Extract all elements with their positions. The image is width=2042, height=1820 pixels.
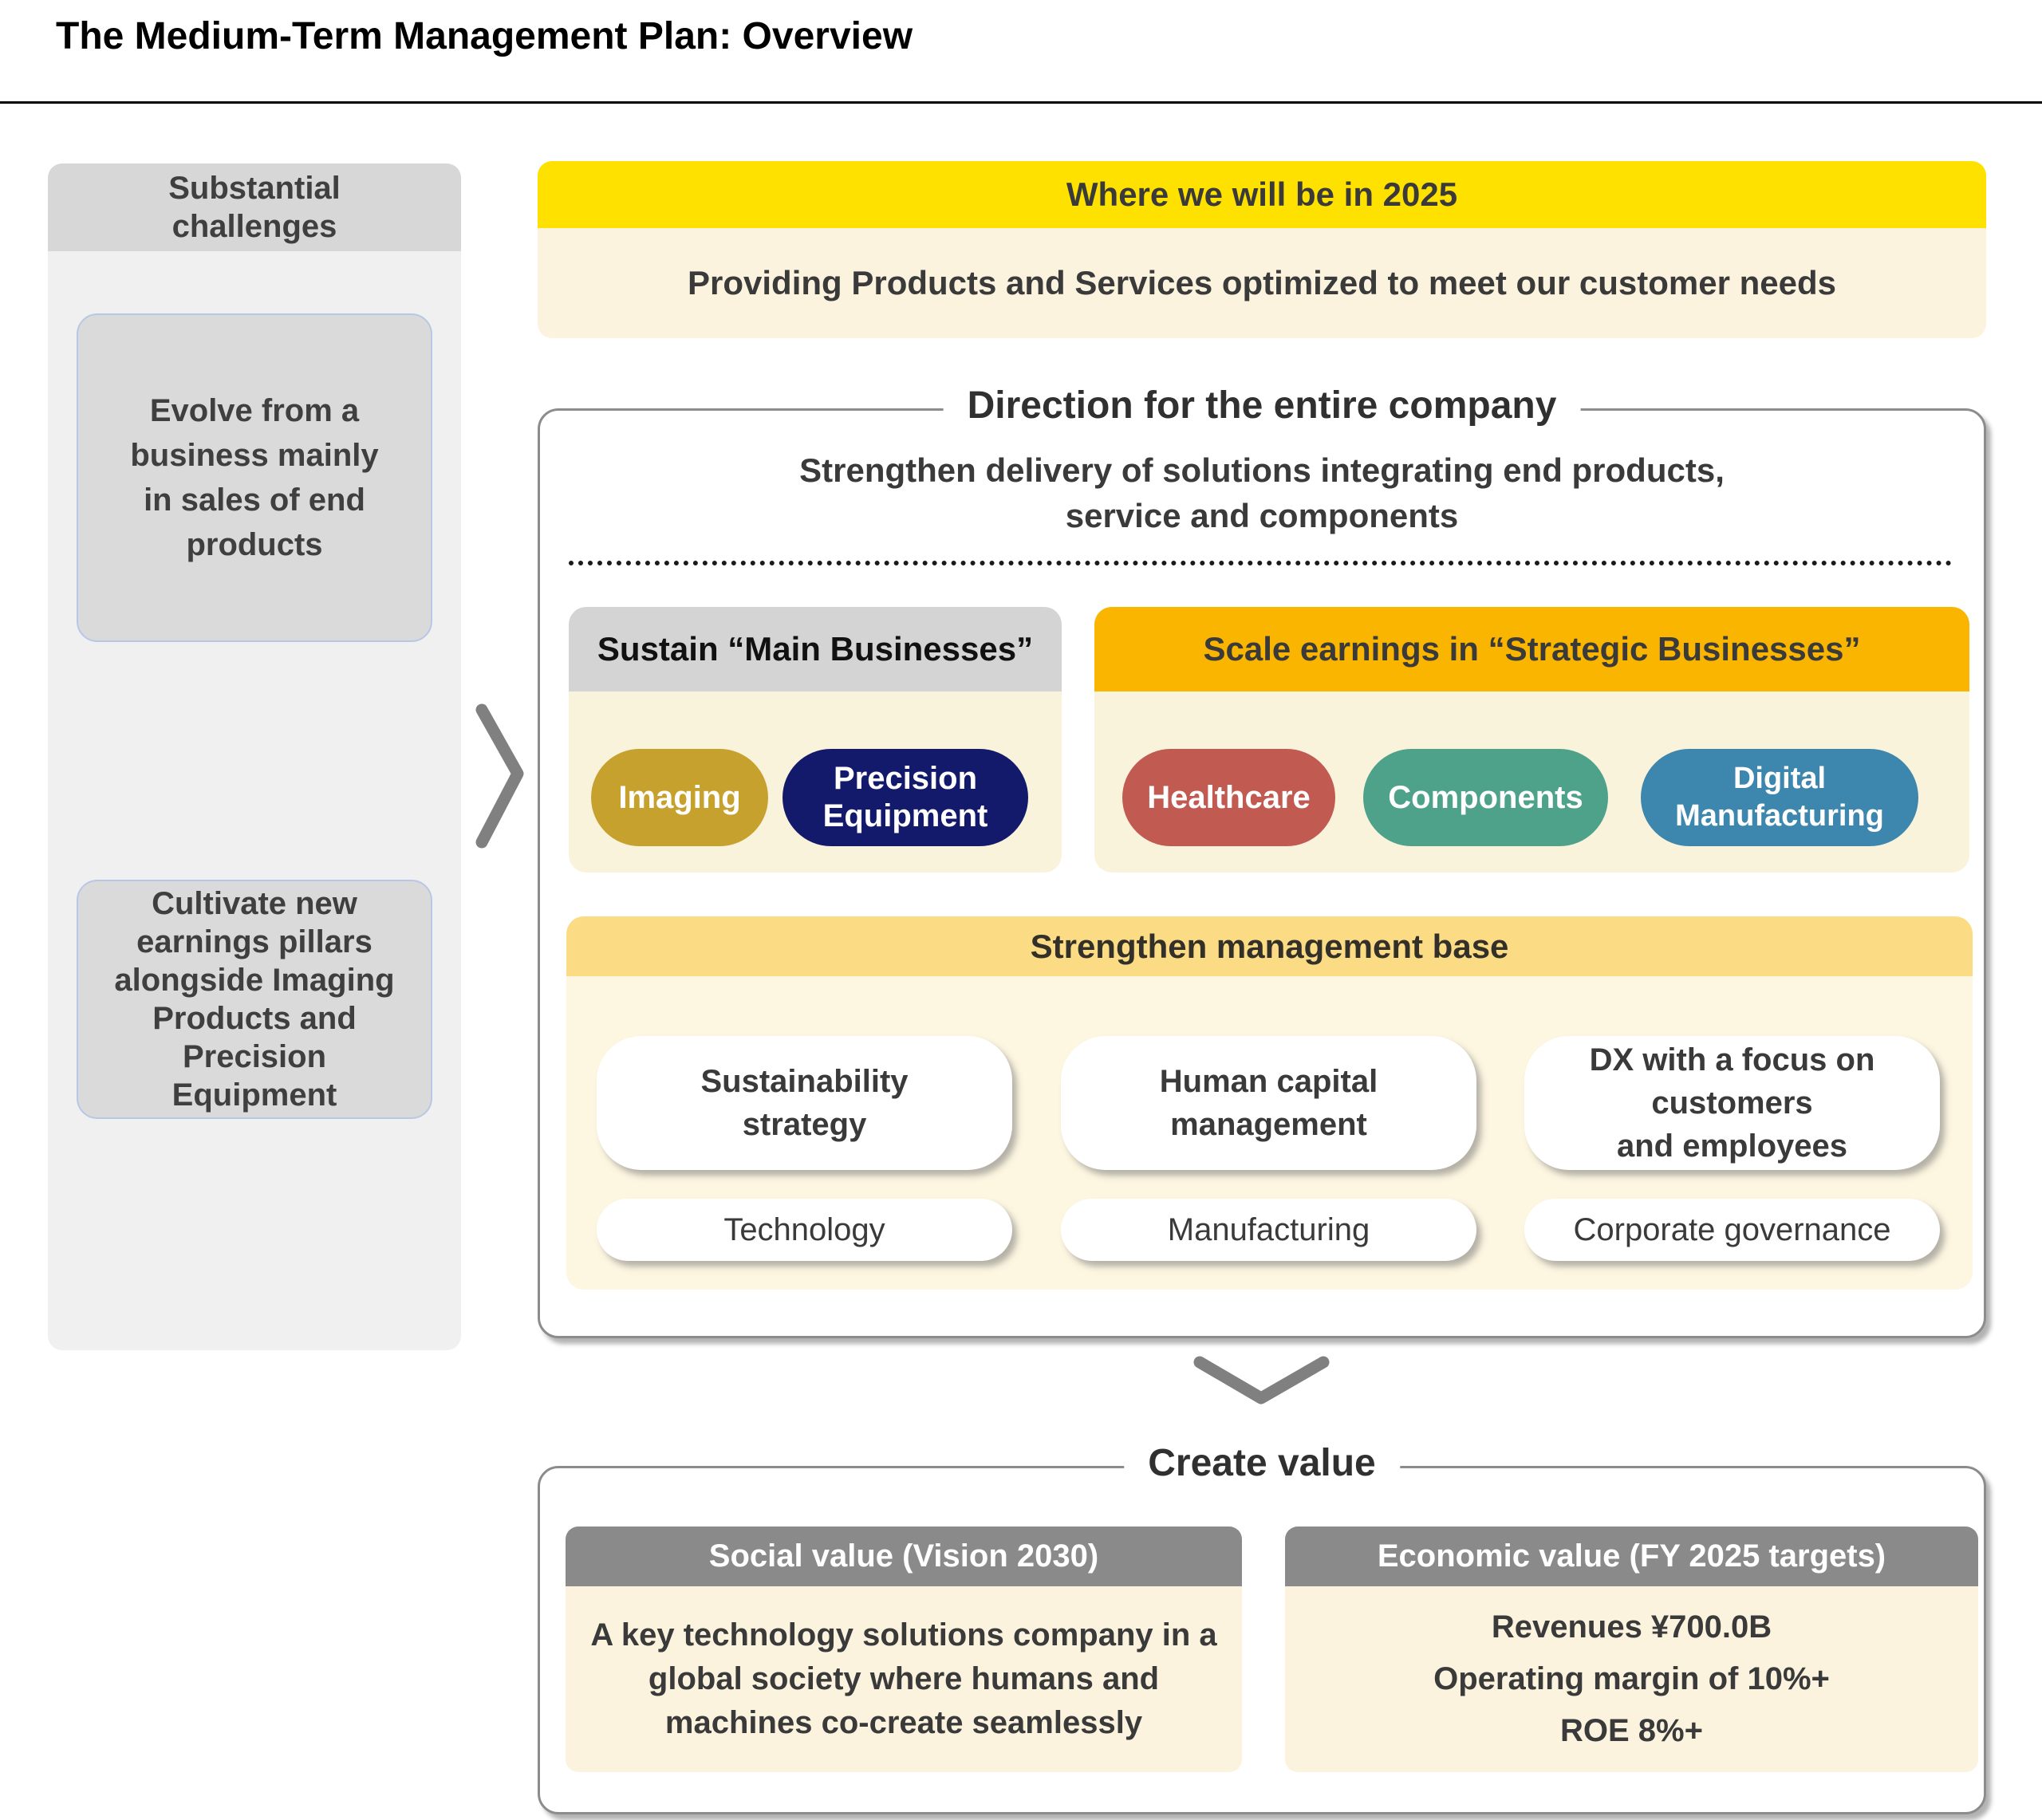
- vision-banner: Where we will be in 2025 Providing Produ…: [538, 161, 1986, 338]
- pill-label-line: DX with a focus on: [1589, 1042, 1875, 1077]
- pill-label: Imaging: [618, 779, 741, 815]
- pill-precision-equipment: Precision Equipment: [783, 749, 1028, 846]
- pill-label: Healthcare: [1147, 779, 1311, 815]
- challenge-card-line: Cultivate new: [152, 886, 357, 921]
- challenge-card-cultivate: Cultivate new earnings pillars alongside…: [77, 880, 432, 1119]
- economic-value-line: Revenues ¥700.0B: [1491, 1609, 1772, 1645]
- economic-value-header: Economic value (FY 2025 targets): [1285, 1527, 1978, 1586]
- pill-imaging: Imaging: [591, 749, 768, 846]
- create-value-box: Create value Social value (Vision 2030) …: [538, 1441, 1986, 1814]
- create-value-title: Create value: [1124, 1441, 1400, 1485]
- pill-label-line: and employees: [1616, 1129, 1847, 1164]
- challenges-panel: Substantial challenges Evolve from a bus…: [48, 163, 461, 1350]
- social-value-line: machines co-create seamlessly: [664, 1705, 1143, 1740]
- challenge-card-line: business mainly: [130, 438, 379, 473]
- management-base-header: Strengthen management base: [566, 916, 1973, 976]
- pill-label-line: Equipment: [822, 798, 988, 833]
- pill-label: Manufacturing: [1167, 1211, 1370, 1247]
- strategic-businesses-section: Scale earnings in “Strategic Businesses”…: [1094, 607, 1969, 873]
- social-value-card: Social value (Vision 2030) A key technol…: [566, 1527, 1242, 1772]
- direction-title: Direction for the entire company: [943, 384, 1581, 427]
- challenge-card-line: alongside Imaging: [114, 963, 395, 998]
- economic-value-line: Operating margin of 10%+: [1433, 1661, 1830, 1696]
- management-base-body: Sustainability strategy Human capital ma…: [566, 976, 1973, 1290]
- chevron-right-icon: [474, 700, 530, 856]
- main-businesses-section: Sustain “Main Businesses” Imaging Precis…: [569, 607, 1062, 873]
- strategic-businesses-header: Scale earnings in “Strategic Businesses”: [1094, 607, 1969, 691]
- pill-sustainability-strategy: Sustainability strategy: [597, 1036, 1012, 1170]
- challenge-card-line: Precision: [182, 1039, 327, 1074]
- pill-manufacturing: Manufacturing: [1061, 1199, 1476, 1261]
- pill-label-line: Sustainability: [700, 1064, 909, 1099]
- challenge-card-line: products: [186, 527, 323, 562]
- direction-box: Direction for the entire company Strengt…: [538, 384, 1986, 1338]
- pill-digital-manufacturing: Digital Manufacturing: [1641, 749, 1918, 846]
- dotted-divider: [569, 561, 1952, 565]
- economic-value-card: Economic value (FY 2025 targets) Revenue…: [1285, 1527, 1978, 1772]
- challenge-card-line: Equipment: [171, 1077, 337, 1113]
- challenges-header: Substantial challenges: [48, 163, 461, 251]
- pill-label-line: Human capital: [1159, 1064, 1378, 1099]
- strategic-businesses-body: Healthcare Components Digital Manufactur…: [1094, 691, 1969, 873]
- title-divider: [0, 101, 2042, 104]
- social-value-body: A key technology solutions company in a …: [566, 1586, 1242, 1772]
- page-title: The Medium-Term Management Plan: Overvie…: [56, 15, 913, 57]
- strapline-line: Strengthen delivery of solutions integra…: [799, 451, 1725, 489]
- social-value-header: Social value (Vision 2030): [566, 1527, 1242, 1586]
- vision-banner-body: Providing Products and Services optimize…: [538, 228, 1986, 338]
- challenge-card-line: Evolve from a: [149, 393, 360, 428]
- pill-label-line: management: [1170, 1107, 1367, 1142]
- pill-corporate-governance: Corporate governance: [1524, 1199, 1940, 1261]
- pill-label-line: strategy: [742, 1107, 867, 1142]
- pill-components: Components: [1363, 749, 1608, 846]
- pill-technology: Technology: [597, 1199, 1012, 1261]
- main-businesses-header: Sustain “Main Businesses”: [569, 607, 1062, 691]
- challenge-card-line: earnings pillars: [136, 924, 373, 959]
- chevron-down-icon: [1192, 1354, 1331, 1414]
- challenge-card-line: in sales of end: [144, 483, 365, 518]
- challenge-card-evolve: Evolve from a business mainly in sales o…: [77, 313, 432, 642]
- pill-label-line: Manufacturing: [1675, 799, 1884, 833]
- pill-label: Corporate governance: [1573, 1211, 1891, 1247]
- pill-label-line: customers: [1651, 1085, 1813, 1121]
- pill-label: Components: [1388, 779, 1583, 815]
- pill-healthcare: Healthcare: [1122, 749, 1335, 846]
- social-value-line: global society where humans and: [648, 1661, 1160, 1696]
- pill-dx-focus: DX with a focus on customers and employe…: [1524, 1036, 1940, 1170]
- economic-value-line: ROE 8%+: [1560, 1713, 1703, 1748]
- pill-human-capital-management: Human capital management: [1061, 1036, 1476, 1170]
- pill-label-line: Precision: [833, 761, 978, 796]
- vision-banner-header: Where we will be in 2025: [538, 161, 1986, 228]
- social-value-line: A key technology solutions company in a: [590, 1617, 1217, 1653]
- pill-label: Technology: [723, 1211, 885, 1247]
- pill-label-line: Digital: [1733, 762, 1827, 795]
- main-businesses-body: Imaging Precision Equipment: [569, 691, 1062, 873]
- economic-value-body: Revenues ¥700.0B Operating margin of 10%…: [1285, 1586, 1978, 1772]
- direction-strapline: Strengthen delivery of solutions integra…: [540, 447, 1984, 538]
- management-base-section: Strengthen management base Sustainabilit…: [566, 916, 1973, 1290]
- challenge-card-line: Products and: [152, 1001, 357, 1036]
- strapline-line: service and components: [1065, 497, 1459, 534]
